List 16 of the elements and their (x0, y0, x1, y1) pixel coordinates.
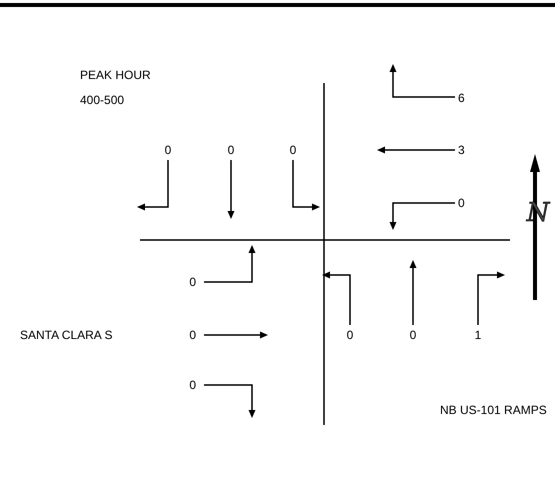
volume-count: 0 (290, 143, 296, 157)
street-name: NB US-101 RAMPS (440, 403, 547, 417)
volume-count: 0 (189, 275, 196, 289)
volume-count: 0 (164, 143, 172, 157)
volume-count: 6 (458, 91, 465, 105)
volume-count: 0 (346, 328, 354, 342)
street-name: SANTA CLARA S (20, 328, 112, 342)
volume-count: 0 (410, 328, 416, 342)
volume-count: 1 (474, 328, 482, 342)
volume-count: 0 (189, 378, 196, 392)
volume-count: 0 (189, 328, 196, 342)
volume-count: 3 (458, 143, 465, 157)
time-period-label: PEAK HOUR (80, 68, 151, 82)
time-period-label: 400-500 (80, 93, 124, 107)
volume-count: 0 (458, 196, 465, 210)
volume-count: 0 (228, 143, 234, 157)
